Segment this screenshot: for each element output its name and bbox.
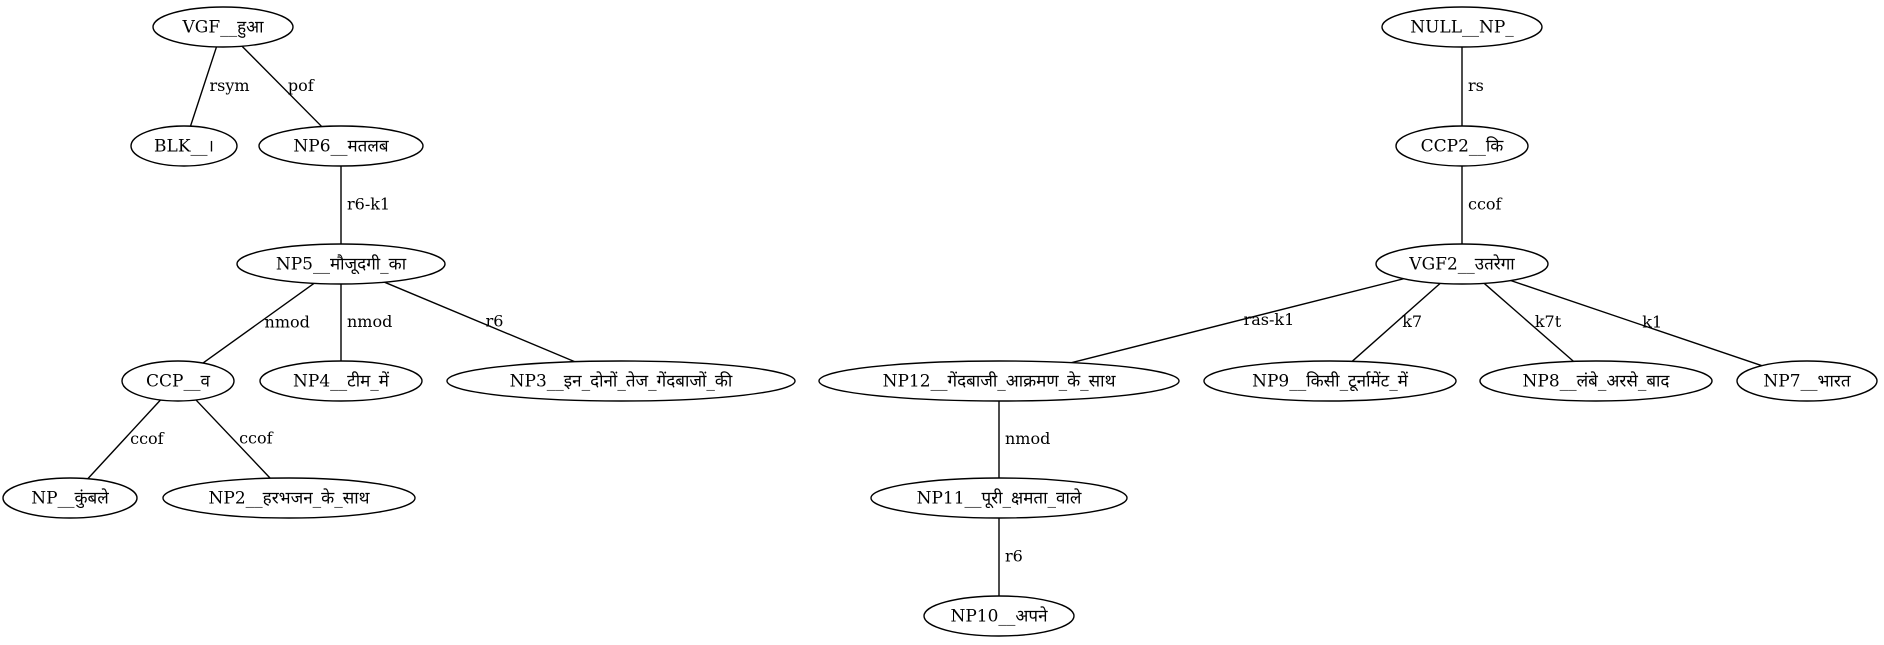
node-label: NP2__हरभजन_के_साथ <box>209 488 371 509</box>
node-vgf2: VGF2__उतरेगा <box>1375 243 1549 285</box>
node-label: NULL__NP_ <box>1410 18 1514 38</box>
node-ellipse <box>162 477 416 519</box>
node-ellipse <box>236 243 446 285</box>
edge-label-k7: k7 <box>1402 312 1422 331</box>
node-np8: NP8__लंबे_अरसे_बाद <box>1479 360 1713 402</box>
edge-vgf2-np9 <box>1351 282 1441 362</box>
node-label: CCP__व <box>146 372 210 392</box>
edge-label-nmod: nmod <box>347 312 392 331</box>
node-vgf: VGF__हुआ <box>152 6 294 48</box>
edge-ccp-np <box>87 399 161 480</box>
edge-label-rs: rs <box>1468 76 1484 95</box>
node-null: NULL__NP_ <box>1381 6 1543 48</box>
node-ellipse <box>258 125 424 167</box>
edge-label-k1: k1 <box>1642 313 1662 332</box>
node-ellipse <box>259 360 423 402</box>
node-label: NP7__भारत <box>1763 372 1850 392</box>
node-np12: NP12__गेंदबाजी_आक्रमण_के_साथ <box>818 360 1180 402</box>
node-np6: NP6__मतलब <box>258 125 424 167</box>
edge-label-k7t: k7t <box>1535 312 1562 331</box>
edge-label-rsym: rsym <box>209 76 249 95</box>
node-ellipse <box>121 360 235 402</box>
node-label: CCP2__कि <box>1421 136 1505 157</box>
node-np11: NP11__पूरी_क्षमता_वाले <box>870 477 1128 519</box>
nodes-layer: VGF__हुआ BLK__। NP6__मतलब NP5__मौजूदगी_का CC… <box>2 6 1878 637</box>
edge-label-r6: r6 <box>1005 547 1023 566</box>
node-ellipse <box>1381 6 1543 48</box>
node-label: VGF__हुआ <box>181 18 264 39</box>
node-ellipse <box>1203 360 1457 402</box>
node-ellipse <box>130 125 238 167</box>
node-label: NP12__गेंदबाजी_आक्रमण_के_साथ <box>883 371 1117 392</box>
node-ellipse <box>446 360 796 402</box>
edge-label-ccof: ccof <box>1468 195 1503 214</box>
edge-label-r6-k1: r6-k1 <box>347 195 390 214</box>
node-np: NP__कुंबले <box>2 477 138 519</box>
edge-label-r6: r6 <box>486 311 504 330</box>
node-ellipse <box>818 360 1180 402</box>
node-label: NP9__किसी_टूर्नामेंट_में <box>1252 371 1409 392</box>
edge-label-nmod: nmod <box>265 313 310 332</box>
edge-label-nmod: nmod <box>1005 429 1050 448</box>
node-label: NP11__पूरी_क्षमता_वाले <box>917 488 1082 509</box>
node-ellipse <box>1736 360 1878 402</box>
edge-np5-np3 <box>384 281 576 363</box>
edge-vgf2-np8 <box>1483 282 1574 362</box>
node-ellipse <box>152 6 294 48</box>
edge-vgf2-np12 <box>1071 278 1404 364</box>
edge-vgf-np6 <box>241 45 323 128</box>
edge-label-ccof: ccof <box>239 429 274 448</box>
edge-ccp-np2 <box>195 399 271 479</box>
edge-np5-ccp <box>202 282 315 364</box>
node-np9: NP9__किसी_टूर्नामेंट_में <box>1203 360 1457 402</box>
edge-label-ras-k1: ras-k1 <box>1244 310 1295 329</box>
edge-vgf2-np7 <box>1510 279 1763 367</box>
node-label: NP6__मतलब <box>293 137 389 157</box>
node-ellipse <box>870 477 1128 519</box>
node-blk: BLK__। <box>130 125 238 167</box>
node-label: NP5__मौजूदगी_का <box>276 254 407 275</box>
node-label: VGF2__उतरेगा <box>1408 254 1515 275</box>
node-ccp2: CCP2__कि <box>1395 125 1529 167</box>
node-label: NP4__टीम_में <box>293 371 390 392</box>
edge-label-ccof: ccof <box>130 429 165 448</box>
node-ellipse <box>1375 243 1549 285</box>
node-np5: NP5__मौजूदगी_का <box>236 243 446 285</box>
node-np2: NP2__हरभजन_के_साथ <box>162 477 416 519</box>
node-ellipse <box>2 477 138 519</box>
node-np7: NP7__भारत <box>1736 360 1878 402</box>
node-label: NP__कुंबले <box>31 488 109 509</box>
node-ellipse <box>923 595 1075 637</box>
edge-label-pof: pof <box>288 76 315 95</box>
edge-vgf-blk <box>189 46 218 127</box>
node-np10: NP10__अपने <box>923 595 1075 637</box>
node-np4: NP4__टीम_में <box>259 360 423 402</box>
node-ccp: CCP__व <box>121 360 235 402</box>
node-np3: NP3__इन_दोनों_तेज_गेंदबाजों_की <box>446 360 796 402</box>
node-label: NP3__इन_दोनों_तेज_गेंदबाजों_की <box>510 371 733 392</box>
edges-layer: rsym pof r6-k1 nmod nmod r6 ccof ccof rs ccof ras-… <box>87 45 1763 596</box>
node-label: NP10__अपने <box>950 606 1048 627</box>
node-ellipse <box>1479 360 1713 402</box>
node-ellipse <box>1395 125 1529 167</box>
node-label: BLK__। <box>154 137 214 157</box>
node-label: NP8__लंबे_अरसे_बाद <box>1523 371 1671 392</box>
